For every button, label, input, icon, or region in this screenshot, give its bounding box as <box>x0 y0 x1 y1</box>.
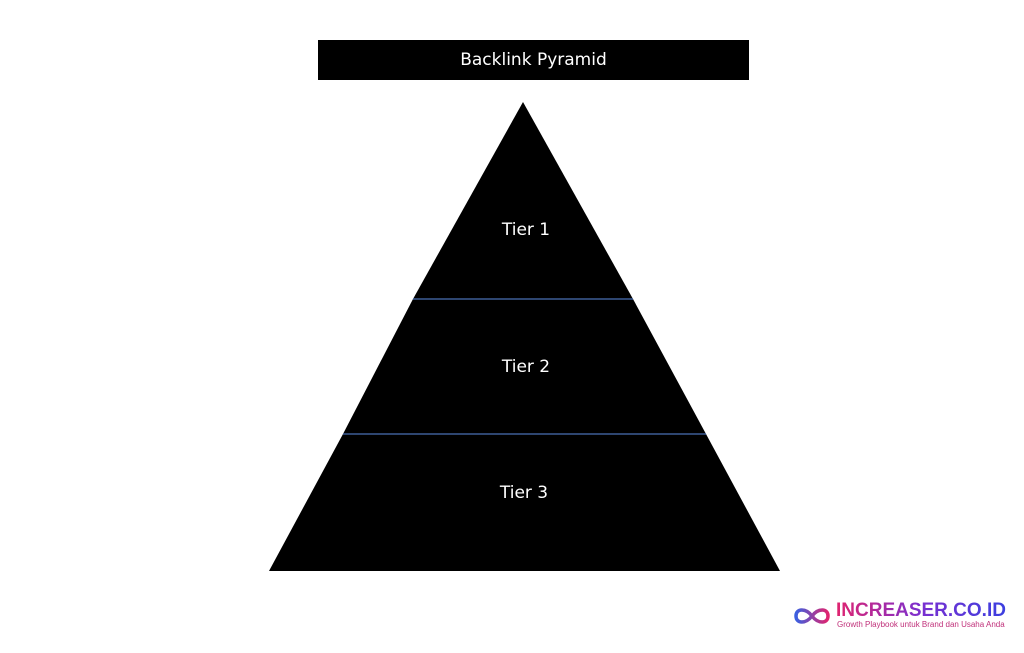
pyramid-tier-3-shape <box>269 434 780 571</box>
brand-logo: INCREASER.CO.ID Growth Playbook untuk Br… <box>792 601 1006 630</box>
pyramid-tier-1-shape <box>413 102 633 299</box>
logo-name: INCREASER.CO.ID <box>836 600 1006 621</box>
tier-3-label: Tier 3 <box>499 483 549 503</box>
pyramid-tier-2-shape <box>343 299 706 434</box>
tier-2-label: Tier 2 <box>501 357 551 377</box>
diagram-title: Backlink Pyramid <box>318 40 749 80</box>
tier-1-label: Tier 1 <box>501 220 551 240</box>
logo-tagline: Growth Playbook untuk Brand dan Usaha An… <box>837 620 1005 629</box>
infinity-logo-icon <box>794 607 830 624</box>
